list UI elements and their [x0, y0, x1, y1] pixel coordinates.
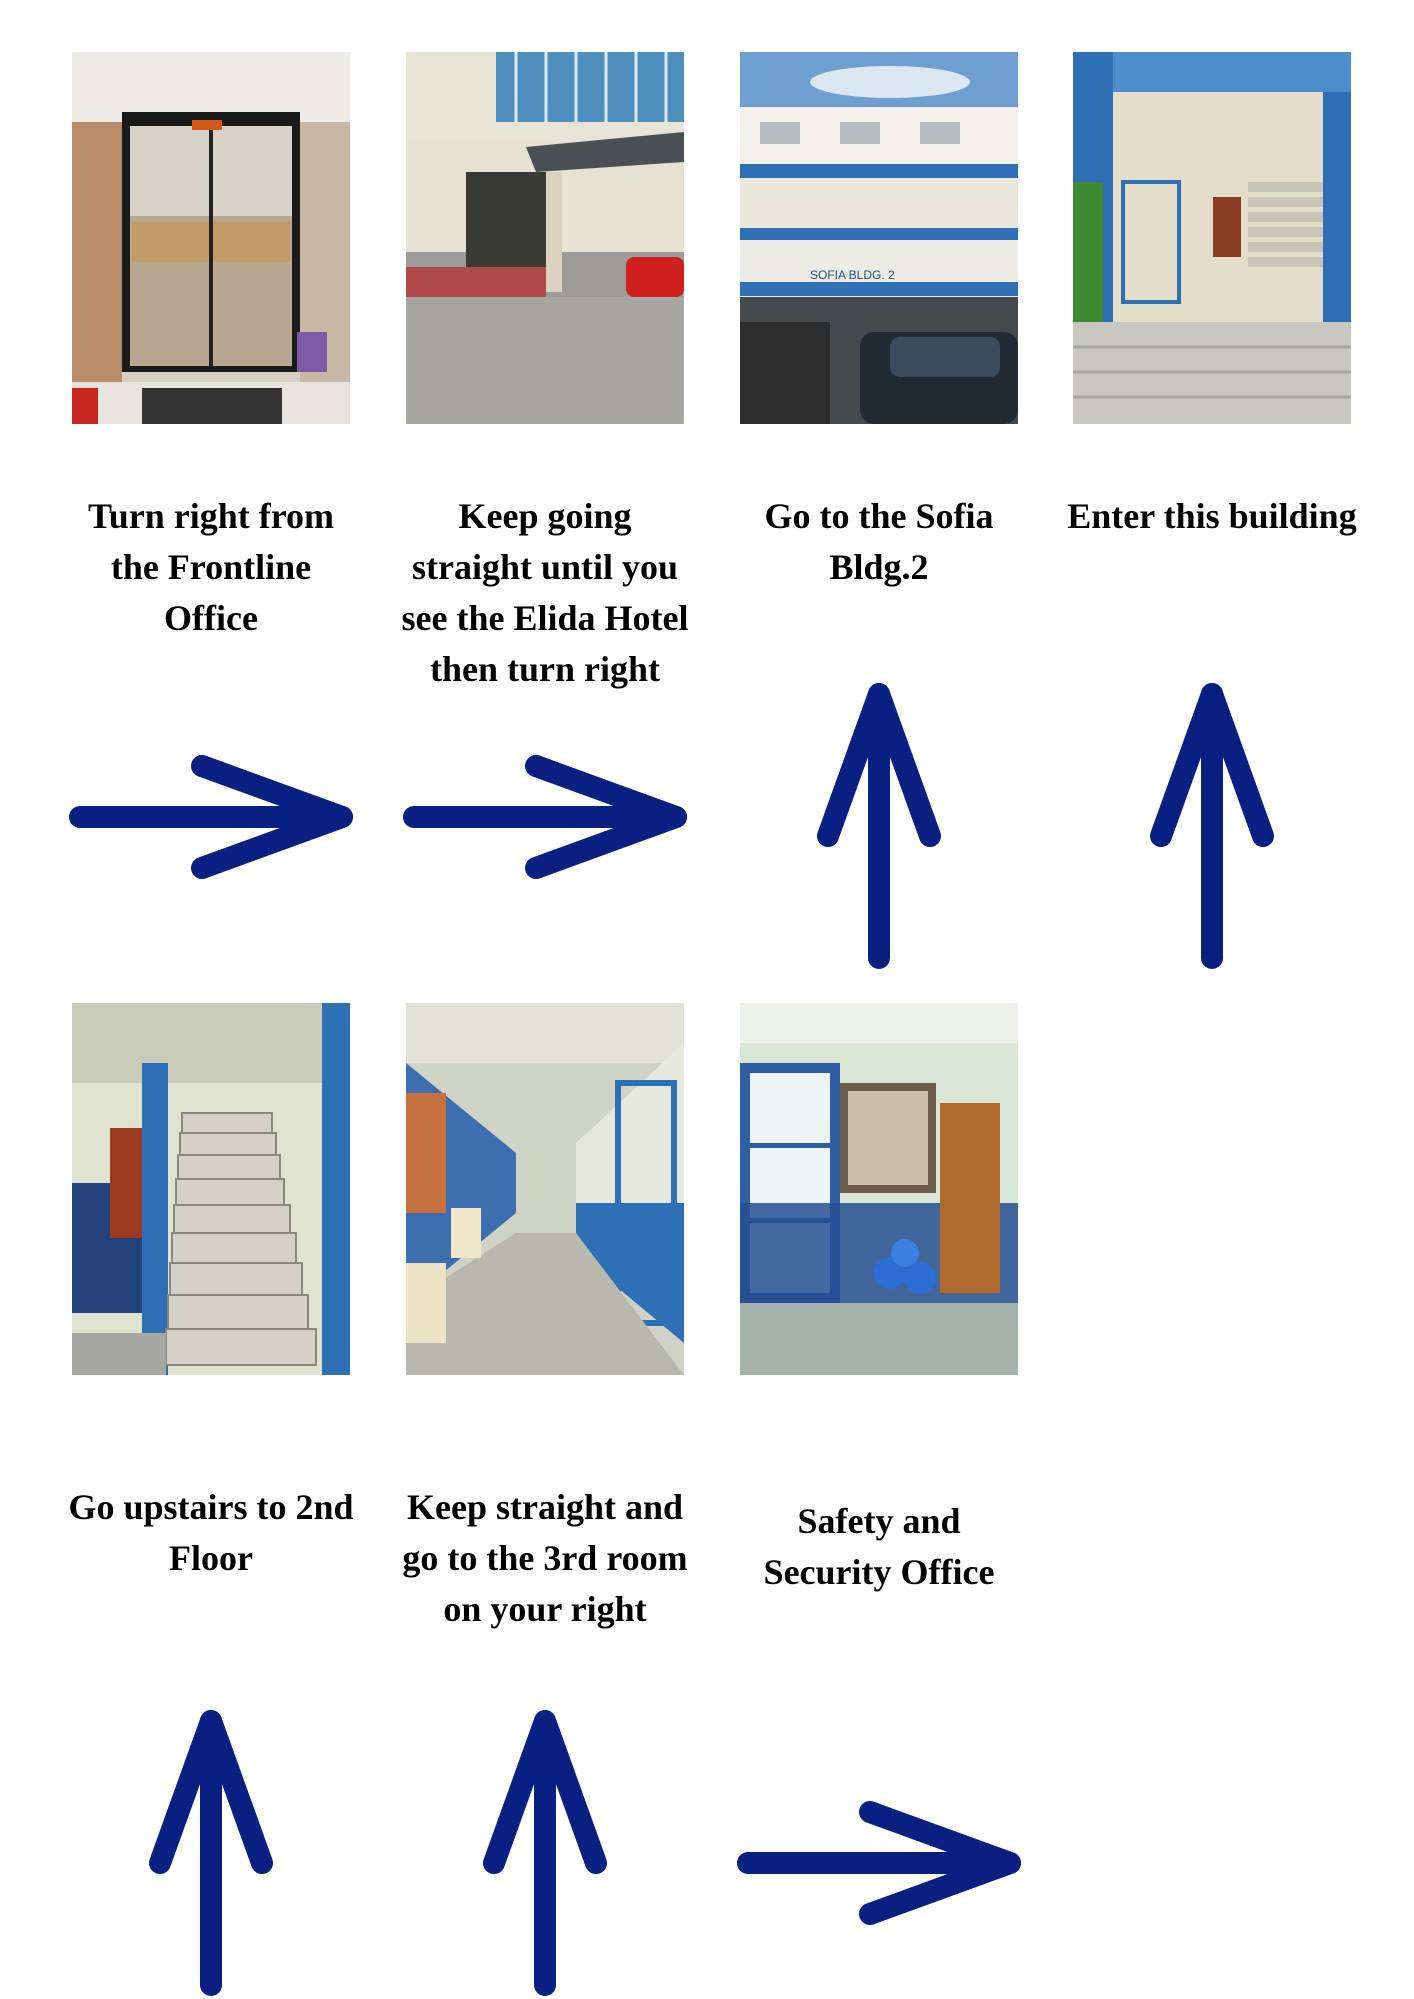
step-6-photo — [406, 1003, 684, 1375]
step-2-arrow-right-icon — [403, 755, 687, 879]
step-3-arrow-up-icon — [817, 683, 941, 969]
step-1-arrow-right-icon — [69, 755, 353, 879]
step-4-arrow-up-icon — [1150, 683, 1274, 969]
step-2-caption: Keep going straight until you see the El… — [401, 496, 689, 689]
step-4-caption: Enter this building — [1067, 496, 1357, 536]
step-3-photo: SOFIA BLDG. 2 — [740, 52, 1018, 424]
step-5-caption: Go upstairs to 2nd Floor — [68, 1487, 354, 1578]
step-7-photo — [740, 1003, 1018, 1375]
step-5-arrow-up-icon — [149, 1710, 273, 1996]
step-4-photo — [1073, 52, 1351, 424]
svg-text:SOFIA BLDG. 2: SOFIA BLDG. 2 — [810, 268, 895, 282]
step-7-caption: Safety and Security Office — [763, 1501, 995, 1592]
step-5-photo — [72, 1003, 350, 1375]
step-7-arrow-right-icon — [737, 1801, 1021, 1925]
step-2-photo — [406, 52, 684, 424]
step-6-caption: Keep straight and go to the 3rd room on … — [402, 1487, 688, 1629]
step-6-arrow-up-icon — [483, 1710, 607, 1996]
step-3-caption: Go to the Sofia Bldg.2 — [764, 496, 994, 587]
step-1-photo — [72, 52, 350, 424]
step-1-caption: Turn right from the Frontline Office — [87, 496, 335, 638]
